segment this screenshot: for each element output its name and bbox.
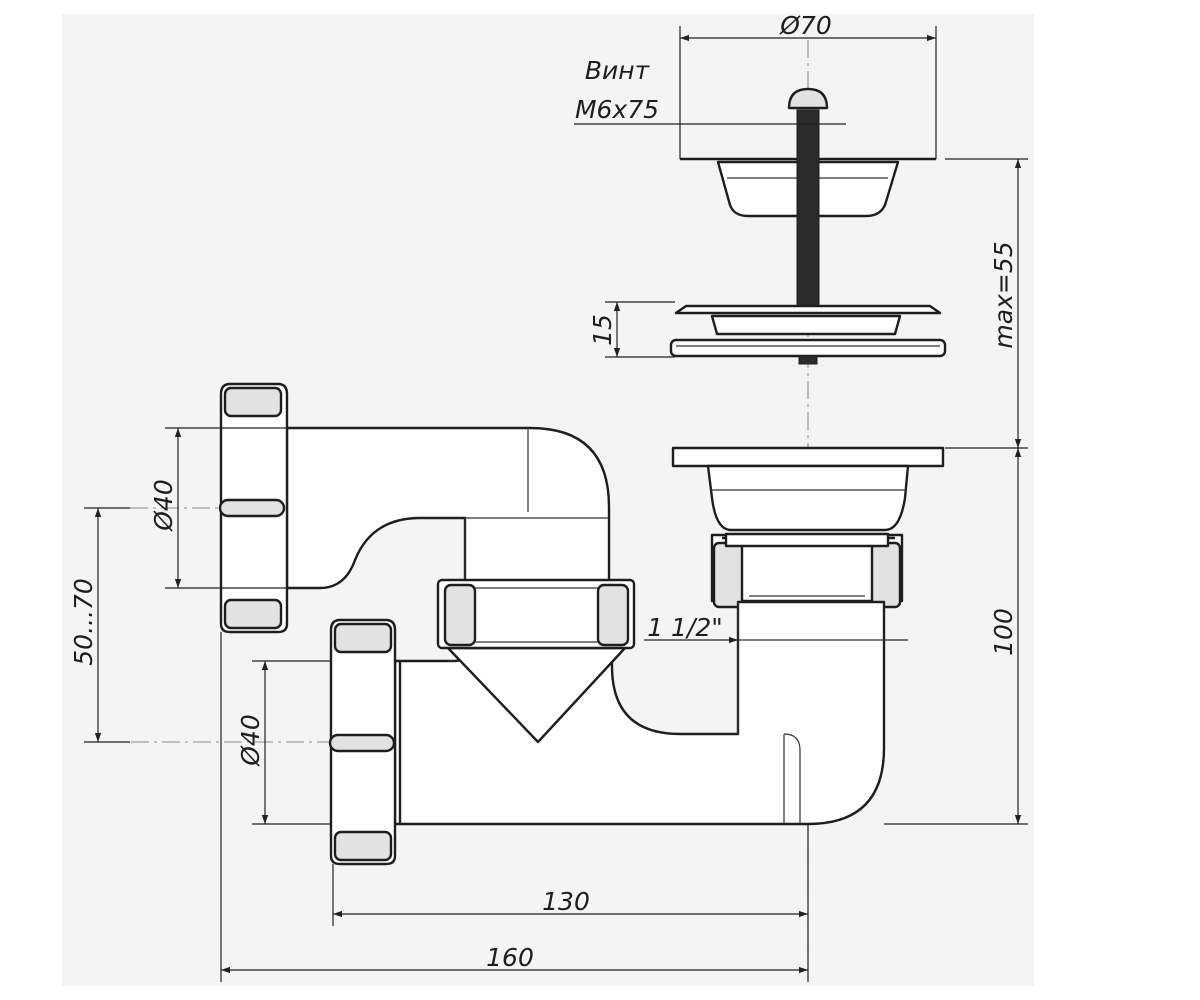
label-height-total: 100 [989,608,1018,656]
label-inlet-offset: 50...70 [69,578,98,665]
union-nut [436,578,636,650]
label-width-160: 160 [486,943,534,972]
label-width-130: 130 [542,887,590,916]
screw-shaft [796,109,820,309]
screw-head [787,87,829,110]
trap-body [436,578,636,744]
strainer-disc [674,304,942,315]
dimension-labels: Ø70 Винт M6x75 15 max=55 1 1/2" 100 50..… [69,11,1018,972]
label-lower-diameter: Ø40 [236,714,265,767]
label-flange-diameter: Ø70 [779,11,832,40]
dimension-lines [84,26,1028,982]
label-screw-size: M6x75 [575,95,659,124]
label-max-height: max=55 [989,241,1018,348]
label-upper-diameter: Ø40 [149,479,178,532]
upper-inlet-nut [218,382,289,634]
label-thread: 1 1/2" [647,613,723,642]
drain-stopper [669,87,947,365]
label-screw-word: Винт [585,56,651,85]
lower-inlet-nut [328,618,402,866]
upper-bend-pipe [285,426,611,590]
label-strainer-height: 15 [588,314,617,346]
